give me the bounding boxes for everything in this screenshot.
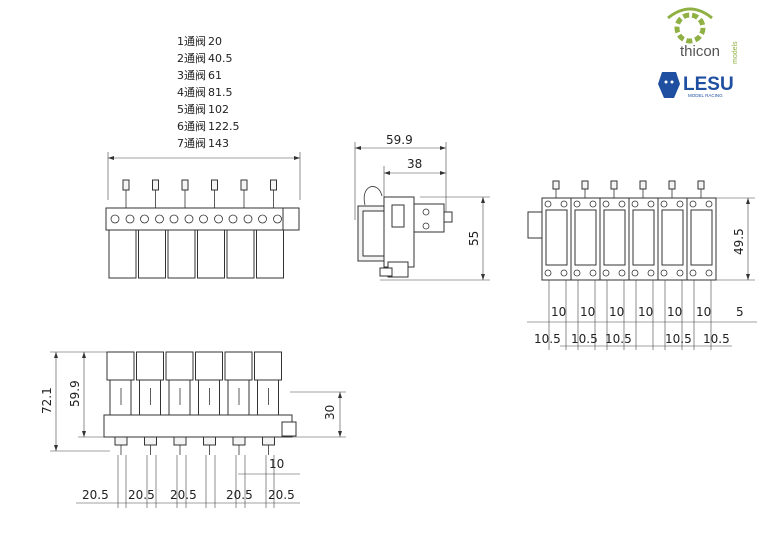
dim-right-s1: 10 — [551, 305, 566, 319]
dim-side-height: 55 — [467, 231, 481, 246]
front-valve — [256, 179, 284, 279]
dim-right-w3: 10.5 — [605, 332, 632, 346]
dim-right-w5: 10.5 — [703, 332, 730, 346]
gear-icon — [667, 7, 713, 44]
dim-right-w4: 10.5 — [665, 332, 692, 346]
bottom-valve — [224, 351, 253, 455]
dim-right-s3: 10 — [609, 305, 624, 319]
lesu-wordmark: LESU — [683, 74, 734, 95]
dim-bottom-port: 10 — [269, 457, 284, 471]
front-view — [105, 152, 301, 279]
bottom-valve — [136, 351, 164, 455]
front-valve — [167, 179, 196, 279]
dim-bottom-base: 30 — [323, 405, 337, 420]
right-valve — [541, 180, 572, 281]
lesu-logo: LESU MODEL RACING — [658, 72, 734, 98]
dim-right-s2: 10 — [580, 305, 595, 319]
thicon-wordmark: thicon — [680, 43, 720, 60]
dim-right-edge: 5 — [736, 305, 744, 319]
front-valve — [138, 179, 166, 279]
bottom-view: 72.1 59.9 30 10 20.5 20.5 20.5 20.5 20.5 — [40, 351, 346, 508]
right-valve — [570, 180, 601, 281]
right-view: 49.5 10 10 10 10 10 10 5 10.5 10.5 10.5 … — [527, 180, 757, 350]
bottom-valve — [254, 351, 282, 455]
dim-right-w1: 10.5 — [534, 332, 561, 346]
lesu-sub: MODEL RACING — [688, 93, 723, 98]
bottom-valve — [106, 351, 135, 455]
dim-bottom-p5: 20.5 — [268, 488, 295, 502]
thicon-logo: thicon models — [667, 7, 739, 64]
right-valve — [686, 180, 717, 281]
dim-side-inner: 38 — [407, 157, 422, 171]
thicon-sub: models — [732, 41, 739, 64]
dim-bottom-p1: 20.5 — [82, 488, 109, 502]
dim-bottom-p2: 20.5 — [128, 488, 155, 502]
dim-bottom-total: 72.1 — [40, 387, 54, 414]
dim-right-w2: 10.5 — [571, 332, 598, 346]
front-valve — [108, 179, 137, 279]
dim-bottom-body: 59.9 — [68, 380, 82, 407]
dim-right-s4: 10 — [638, 305, 653, 319]
right-valve — [628, 180, 659, 281]
dim-right-s5: 10 — [667, 305, 682, 319]
dim-bottom-p3: 20.5 — [170, 488, 197, 502]
dim-bottom-p4: 20.5 — [226, 488, 253, 502]
dim-side-overall: 59.9 — [386, 133, 413, 147]
bottom-valve — [195, 351, 223, 455]
front-valve — [197, 179, 225, 279]
right-valve — [657, 180, 688, 281]
bottom-valve — [165, 351, 194, 455]
lion-icon — [658, 72, 680, 98]
front-valve — [226, 179, 255, 279]
side-view: 59.9 38 55 — [354, 133, 490, 281]
dim-right-s6: 10 — [696, 305, 711, 319]
right-valve — [599, 180, 630, 281]
dim-right-height: 49.5 — [732, 228, 746, 255]
